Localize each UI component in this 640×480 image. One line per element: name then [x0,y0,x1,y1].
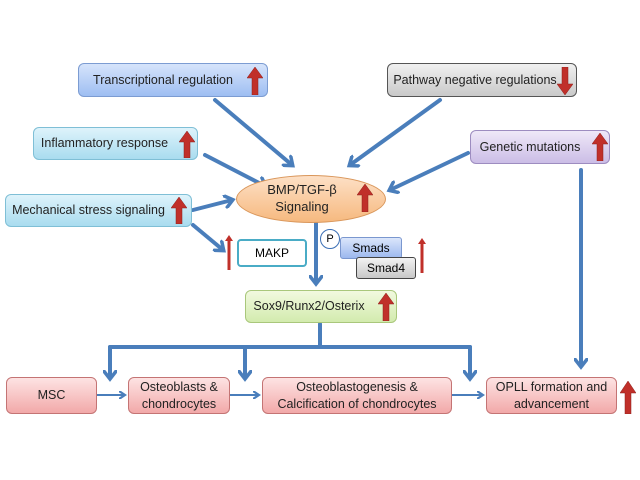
node-label: Genetic mutations [479,139,581,154]
node-bmp-tgf-beta-signaling: BMP/TGF-β Signaling [236,175,386,223]
down-arrow-icon [557,67,573,95]
up-arrow-icon [378,293,394,321]
up-arrow-icon [247,67,263,95]
node-label-line2: Signaling [275,199,329,214]
node-label-line2: Calcification of chondrocytes [277,396,437,411]
node-osteoblastogenesis-calcification: Osteoblastogenesis & Calcification of ch… [262,377,452,414]
node-transcriptional-regulation: Transcriptional regulation [78,63,268,97]
up-arrow-icon [620,381,636,414]
node-msc: MSC [6,377,97,414]
phosphorylation-marker: P [320,229,340,249]
node-mechanical-stress-signaling: Mechanical stress signaling [5,194,192,227]
node-makp: MAKP [237,239,307,267]
node-label: MSC [37,388,66,403]
arrow-mechanical-to-bmp [191,200,232,212]
node-opll-formation: OPLL formation and advancement [486,377,617,414]
node-label-line1: BMP/TGF-β [267,182,337,198]
arrow-inflammatory-to-bmp [203,153,265,186]
node-label: Pathway negative regulations [393,72,557,87]
node-osteoblasts-chondrocytes: Osteoblasts & chondrocytes [128,377,230,414]
arrow-mechanical-to-makp [191,223,223,250]
thin-up-arrow-icon [418,238,426,273]
node-label: Mechanical stress signaling [12,203,165,218]
node-label-line2: advancement [513,396,590,411]
node-sox9-runx2-osterix: Sox9/Runx2/Osterix [245,290,397,323]
node-label: Transcriptional regulation [93,72,233,87]
node-smads: Smads [340,237,402,259]
arrow-transcriptional-to-bmp [213,98,292,165]
up-arrow-icon [179,131,195,158]
arrow-genetic-to-bmp [390,151,470,190]
node-label: Inflammatory response [40,136,169,151]
node-label: Smads [352,241,390,255]
node-label: Sox9/Runx2/Osterix [253,299,365,314]
node-label: Smad4 [366,261,406,275]
up-arrow-icon [592,133,608,161]
node-inflammatory-response: Inflammatory response [33,127,198,160]
node-pathway-negative-regulations: Pathway negative regulations [387,63,577,97]
arrow-pathway-to-bmp [350,98,442,165]
node-label-line1: Osteoblastogenesis & [296,379,418,394]
node-smad4: Smad4 [356,257,416,279]
node-label-line1: OPLL formation and [495,379,608,394]
up-arrow-icon [357,184,373,212]
node-label-line1: Osteoblasts & [140,379,218,394]
node-label-line2: chondrocytes [141,396,217,411]
node-genetic-mutations: Genetic mutations [470,130,610,164]
node-label: MAKP [254,246,289,260]
up-arrow-icon [171,197,187,224]
thin-up-arrow-icon [225,235,233,270]
